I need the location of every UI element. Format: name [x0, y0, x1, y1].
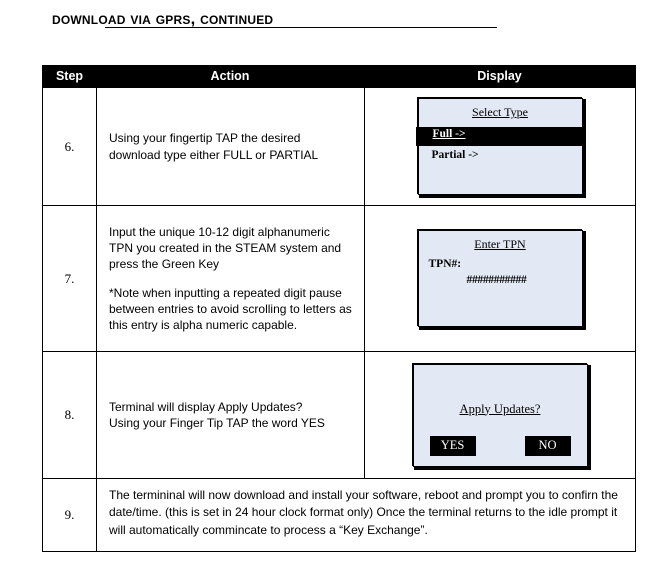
menu-option-full[interactable]: Full ->	[432, 128, 466, 140]
terminal-screen-apply-updates: Apply Updates? YES NO	[412, 363, 588, 467]
table-row: 8. Terminal will display Apply Updates? …	[43, 351, 635, 478]
action-cell: Terminal will display Apply Updates? Usi…	[97, 352, 365, 478]
action-note: *Note when inputting a repeated digit pa…	[109, 285, 352, 332]
action-line: Terminal will display Apply Updates?	[109, 399, 303, 414]
step-number-cell: 9.	[43, 479, 97, 551]
selection-highlight-band	[415, 127, 582, 146]
action-cell: Using your fingertip TAP the desired dow…	[97, 88, 365, 205]
display-cell: Enter TPN TPN#: ###########	[365, 206, 635, 351]
step-number-cell: 7.	[43, 206, 97, 351]
table-row: 9. The termininal will now download and …	[43, 478, 635, 551]
terminal-screen-enter-tpn: Enter TPN TPN#: ###########	[417, 230, 583, 327]
screen-title: Select Type	[472, 105, 528, 119]
table-header-row: Step Action Display	[43, 66, 635, 87]
screen-title: Enter TPN	[474, 237, 526, 251]
title-underline-rule	[105, 27, 497, 28]
action-line: download type either FULL or PARTIAL	[109, 147, 319, 162]
action-cell: Input the unique 10-12 digit alphanumeri…	[97, 206, 365, 351]
step-number-cell: 6.	[43, 88, 97, 205]
column-header-step: Step	[55, 69, 84, 84]
page-title-block: Download Via GPRS, continued	[52, 10, 612, 28]
display-cell: Select Type Full -> Partial ->	[365, 88, 635, 205]
table-row: 7. Input the unique 10-12 digit alphanum…	[43, 205, 635, 351]
no-button[interactable]: NO	[524, 435, 571, 456]
column-header-display: Display	[477, 69, 522, 84]
step-number-cell: 8.	[43, 352, 97, 478]
screen-title: Apply Updates?	[459, 401, 541, 416]
menu-option-partial[interactable]: Partial ->	[431, 149, 479, 161]
page-title: Download Via GPRS, continued	[52, 10, 274, 28]
display-cell: Apply Updates? YES NO	[365, 352, 635, 478]
action-line: Using your fingertip TAP the desired	[109, 131, 301, 146]
procedure-table: Step Action Display 6. Using your finger…	[42, 65, 636, 552]
column-header-action: Action	[210, 69, 250, 84]
yes-button[interactable]: YES	[429, 435, 476, 456]
terminal-screen-select-type: Select Type Full -> Partial ->	[415, 98, 583, 195]
action-cell-full-width: The termininal will now download and ins…	[109, 488, 618, 537]
action-line: Using your Finger Tip TAP the word YES	[109, 416, 325, 430]
action-line: Input the unique 10-12 digit alphanumeri…	[109, 224, 342, 272]
table-row: 6. Using your fingertip TAP the desired …	[43, 87, 635, 205]
tpn-field-label: TPN#:	[428, 258, 462, 270]
tpn-field-value[interactable]: ###########	[466, 274, 527, 286]
